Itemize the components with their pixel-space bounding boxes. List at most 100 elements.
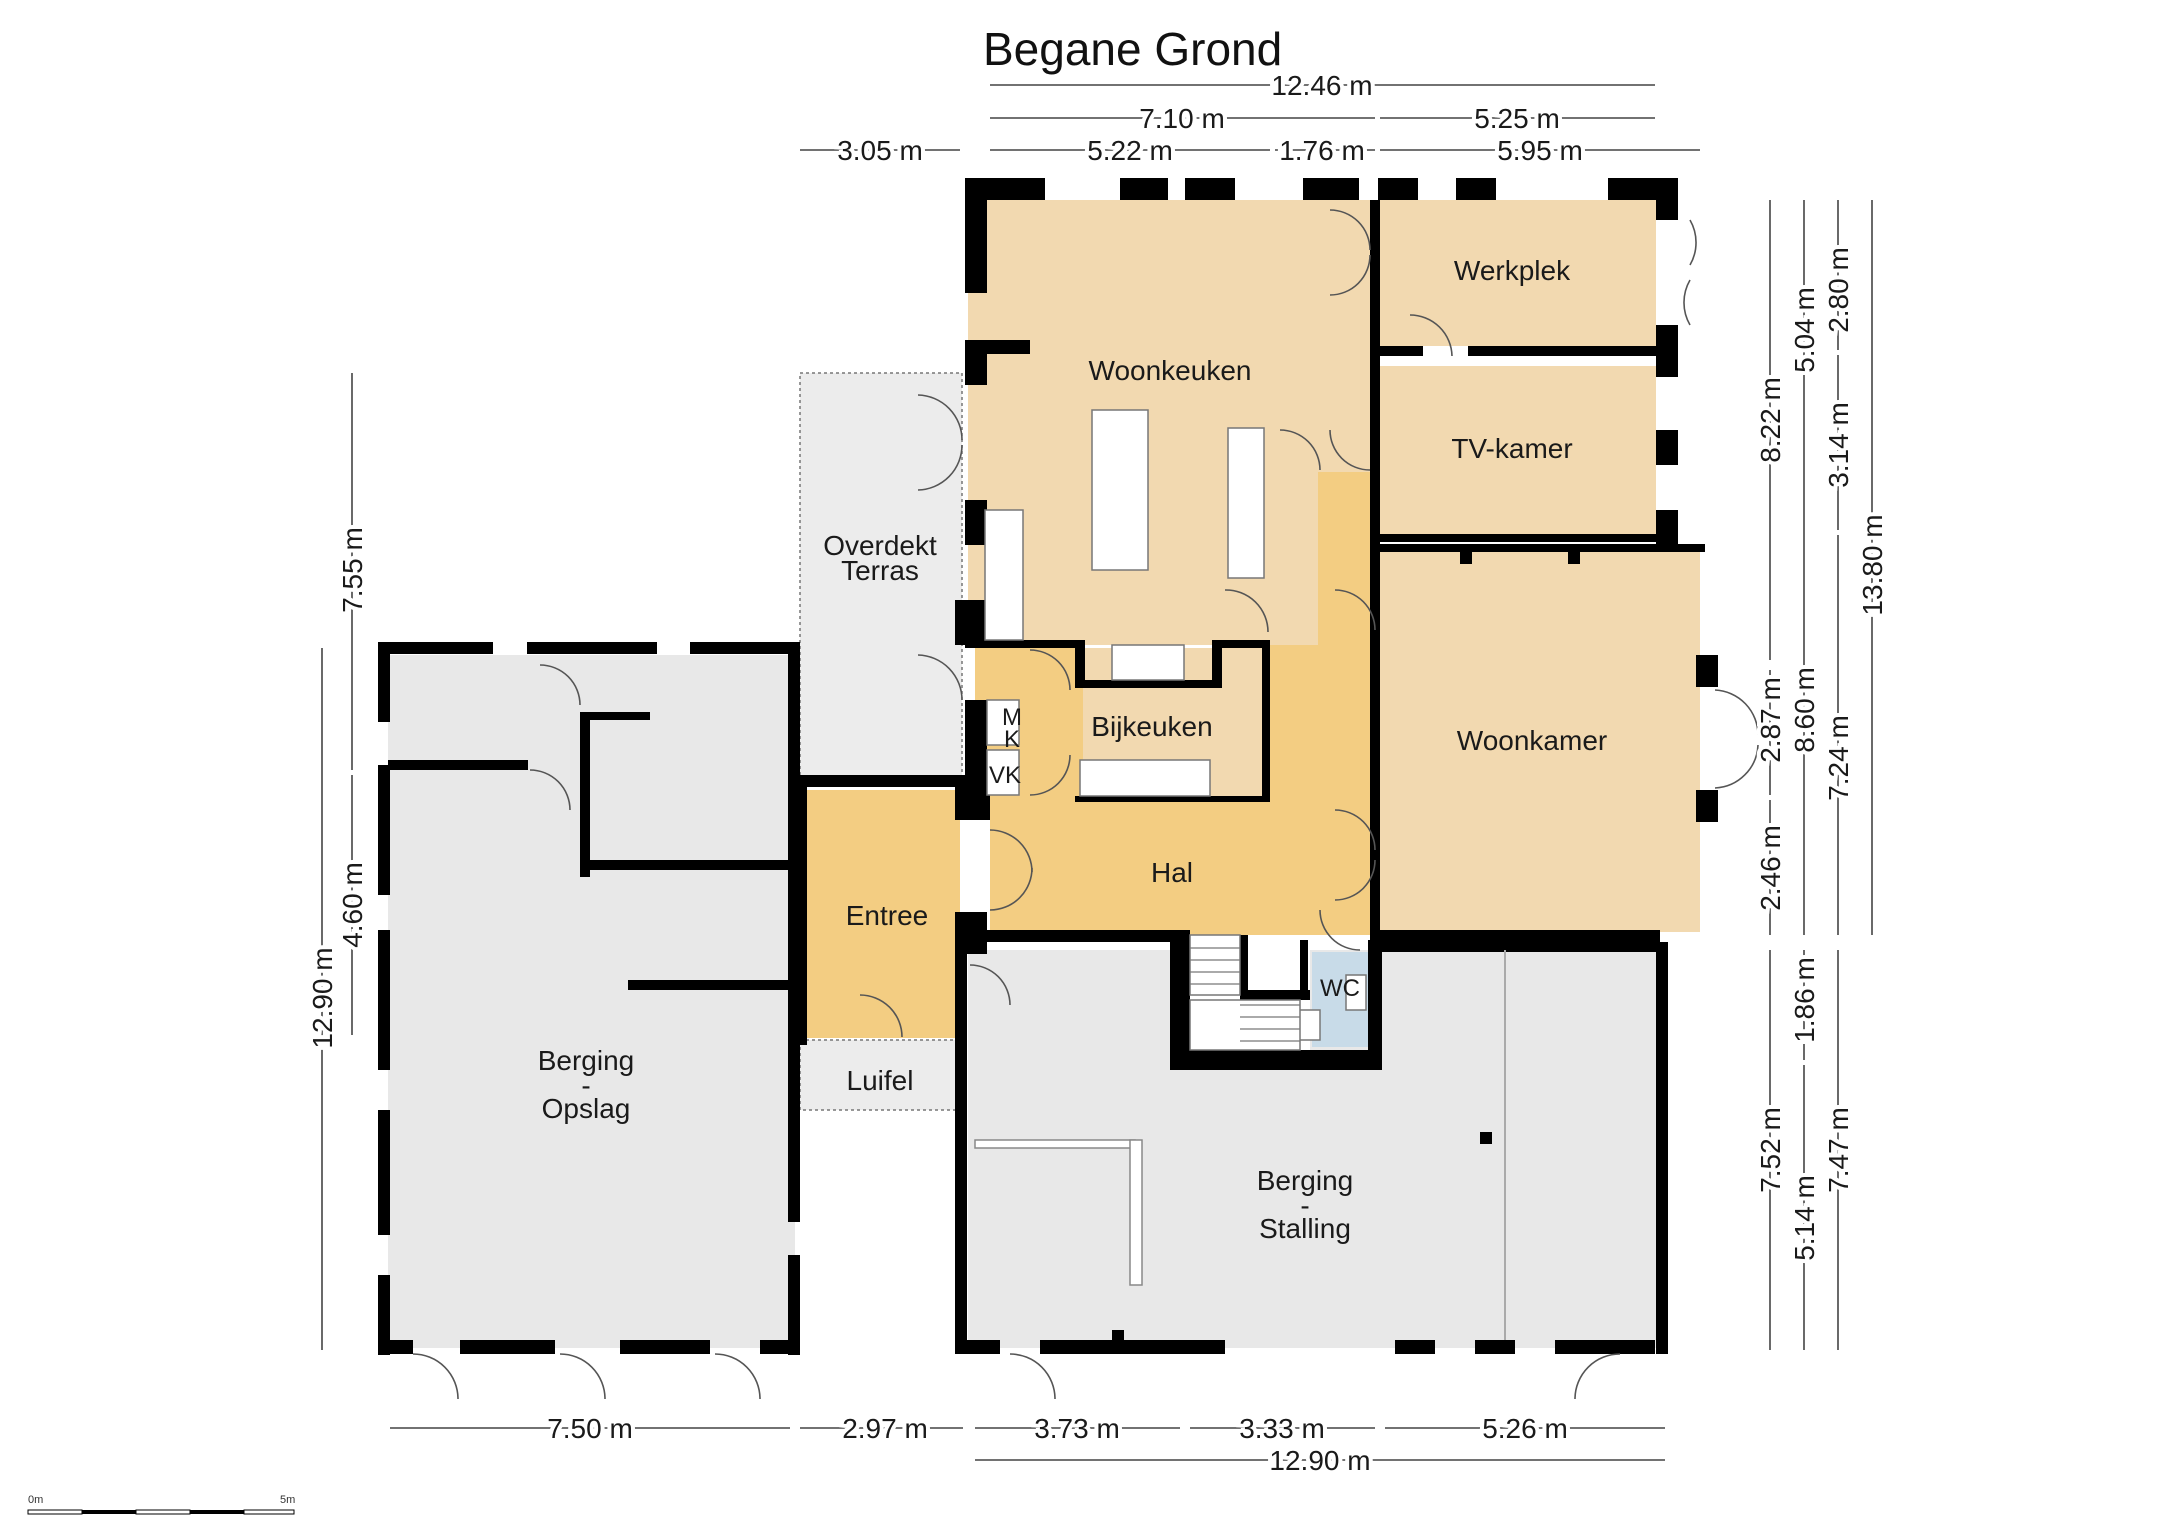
label-wc: WC: [1320, 975, 1360, 1002]
wall-bijkeuken-top-5: [1212, 640, 1268, 648]
wall-entree-left: [795, 775, 807, 1045]
dim-left-b: 4.60 m: [337, 862, 368, 948]
wall-stair-mid: [1240, 935, 1248, 995]
opslag-floor: [388, 655, 795, 1348]
wall-opslag-top-3: [690, 642, 800, 654]
dim-right-c: 2.46 m: [1755, 825, 1786, 911]
dim-bottom-e: 5.26 m: [1482, 1413, 1568, 1444]
wall-bijkeuken-top-3: [1075, 680, 1220, 688]
wall-hal-bottom: [980, 930, 1185, 942]
label-bijkeuken: Bijkeuken: [1091, 711, 1212, 742]
wall-stalling-left: [955, 942, 967, 1354]
dim-right-i: 2.80 m: [1823, 247, 1854, 333]
wall-bijkeuken-top-2: [1075, 640, 1085, 688]
terras-floor: [799, 372, 963, 779]
woonkamer-floor: [1380, 552, 1700, 932]
door-woonkamer-3: [1334, 859, 1376, 901]
wall-opslag-left-2: [378, 765, 390, 895]
wall-stalling-right: [1656, 942, 1668, 1354]
wall-bijkeuken-top: [965, 640, 1075, 648]
dim-bottom-b: 2.97 m: [842, 1413, 928, 1444]
door-terras-1: [917, 394, 963, 441]
dim-top-f: 5.95 m: [1497, 135, 1583, 166]
label-stalling-3: Stalling: [1259, 1213, 1351, 1244]
label-stalling-2: -: [1300, 1190, 1309, 1221]
dim-top-d: 5.22 m: [1087, 135, 1173, 166]
wall-werkplek-tv-2: [1468, 346, 1658, 356]
wall-opslag-bottom-1: [378, 1340, 413, 1354]
label-vk: VK: [989, 762, 1021, 789]
door-werkplek-right-2: [1683, 279, 1691, 326]
staircase: [1189, 934, 1301, 1051]
door-entree: [859, 994, 903, 1038]
door-woonkamer-right: [1714, 689, 1759, 736]
dimensions-left: 7.55 m 4.60 m 12.90 m: [303, 373, 372, 1350]
wall-top-2: [1185, 178, 1235, 200]
room-fills: [388, 200, 1700, 1348]
wall-tv-woonkamer: [1378, 534, 1658, 542]
dim-right-h: 5.14 m: [1789, 1175, 1820, 1261]
label-werkplek: Werkplek: [1454, 255, 1571, 286]
scale-bar-seg-3: [135, 1509, 191, 1515]
tv-kamer-floor: [1378, 366, 1656, 534]
scale-bar-seg-4: [190, 1510, 244, 1514]
scale-bar-seg-5: [243, 1509, 295, 1515]
door-bijkeuken-2: [1029, 754, 1071, 796]
wall-woonkamer-top: [1380, 544, 1705, 552]
dim-top-a: 7.10 m: [1139, 103, 1225, 134]
kitchen-island: [1091, 409, 1149, 571]
wall-opslag-top-2: [527, 642, 657, 654]
wall-wc-left: [1300, 940, 1308, 1000]
wc-sink: [1345, 974, 1367, 1011]
wall-connector-top: [795, 775, 965, 787]
walls: [378, 178, 1718, 1355]
scale-bar-seg-2: [82, 1510, 136, 1514]
wall-woonkeuken-left-4: [955, 600, 987, 645]
wall-stub-2: [1568, 544, 1580, 564]
label-terras-2: Terras: [841, 555, 919, 586]
wall-woonkeuken-left-2: [965, 340, 1030, 354]
wall-opslag-left: [378, 642, 390, 722]
wall-top-3: [1303, 178, 1359, 200]
label-entree: Entree: [846, 900, 929, 931]
wall-top-1: [1120, 178, 1168, 200]
door-opslag-inner: [529, 769, 571, 811]
wall-stalling-bottom-3: [1195, 1340, 1225, 1354]
dim-bottom-total: 12.90 m: [1269, 1445, 1370, 1476]
wall-stalling-top-right: [1382, 942, 1667, 952]
wall-opslag-bottom-2: [460, 1340, 555, 1354]
woonkeuken-floor: [968, 200, 1370, 645]
kitchen-stove: [1111, 644, 1185, 681]
label-hal: Hal: [1151, 857, 1193, 888]
stair-box-2: [1189, 999, 1301, 1051]
wall-bijkeuken-bottom: [1075, 796, 1270, 802]
door-stalling-top: [969, 964, 1011, 1006]
wall-opslag-top: [378, 642, 493, 654]
wall-stalling-bottom-4: [1395, 1340, 1435, 1354]
kitchen-counter-right: [1227, 427, 1265, 579]
door-opslag-top: [539, 664, 581, 706]
door-werkplek-inner: [1409, 314, 1453, 357]
door-kitchen-hal-2: [1329, 429, 1371, 471]
label-terras-1: Overdekt: [823, 530, 937, 561]
entree-floor: [800, 790, 960, 1038]
door-bijkeuken: [1029, 649, 1071, 691]
door-kitchen-bottom: [1224, 589, 1269, 633]
fixtures: [974, 409, 1506, 1340]
wall-stair-top: [1240, 990, 1310, 1000]
door-wc: [1319, 909, 1361, 951]
wall-woonkeuken-werkplek: [1370, 200, 1380, 535]
doors: [412, 209, 1759, 1400]
door-hal-entree-2: [989, 867, 1033, 911]
wall-hal-woonkamer: [1370, 535, 1380, 940]
wall-top-4: [1378, 178, 1418, 200]
door-kitchen-hal: [1279, 429, 1321, 471]
label-luifel: Luifel: [847, 1065, 914, 1096]
door-werkplek-right: [1689, 219, 1697, 266]
wall-opslag-left-3: [378, 930, 390, 1070]
wall-bijkeuken-top-4: [1212, 640, 1222, 688]
dim-right-b: 2.87 m: [1755, 677, 1786, 763]
dim-right-j: 3.14 m: [1823, 402, 1854, 488]
dim-right-a: 8.22 m: [1755, 377, 1786, 463]
